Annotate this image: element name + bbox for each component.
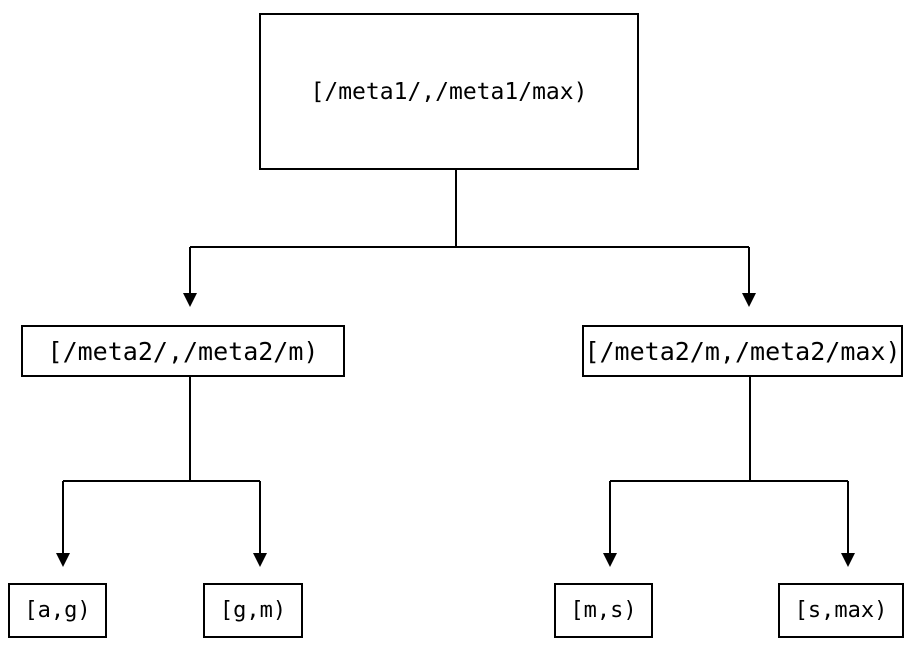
- arrowhead-leaf-m-s: [603, 553, 617, 567]
- node-leaf-a-g: [a,g): [8, 583, 107, 638]
- edge-meta2-lower-to-leaves: [56, 377, 267, 567]
- arrowhead-leaf-s-max: [841, 553, 855, 567]
- edge-root-to-level2: [183, 170, 756, 307]
- node-leaf-s-max: [s,max): [778, 583, 904, 638]
- node-meta2-lower: [/meta2/,/meta2/m): [21, 325, 345, 377]
- node-leaf-m-s: [m,s): [554, 583, 653, 638]
- node-meta2-upper: [/meta2/m,/meta2/max): [582, 325, 903, 377]
- node-leaf-g-m: [g,m): [203, 583, 303, 638]
- node-root: [/meta1/,/meta1/max): [259, 13, 639, 170]
- arrowhead-leaf-g-m: [253, 553, 267, 567]
- arrowhead-meta2-lower: [183, 293, 197, 307]
- arrowhead-leaf-a-g: [56, 553, 70, 567]
- arrowhead-meta2-upper: [742, 293, 756, 307]
- edge-meta2-upper-to-leaves: [603, 377, 855, 567]
